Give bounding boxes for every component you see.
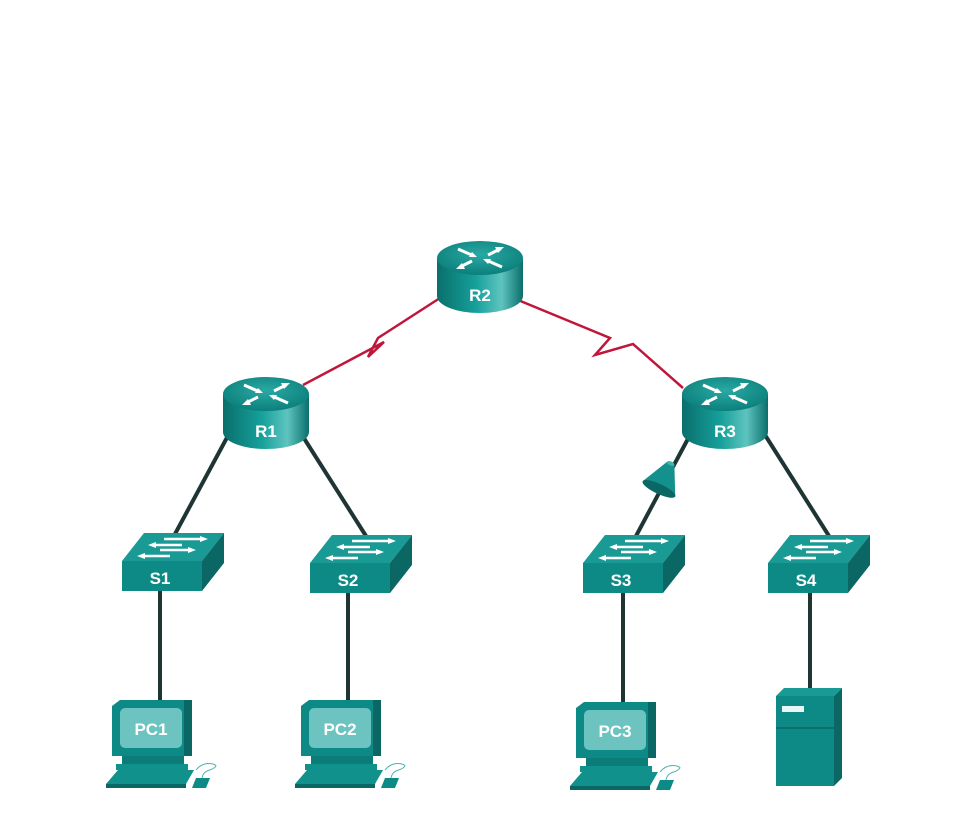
link-r1-s2 [298,430,368,538]
pc-label: PC2 [323,720,356,739]
switch-s2[interactable]: S2 [308,533,414,595]
serial-link-r2-r3 [517,298,684,389]
switch-icon [581,533,687,595]
server-icon [776,688,842,786]
pc-icon [105,699,217,789]
switch-label: S4 [796,571,817,590]
pc-label: PC3 [598,722,631,741]
router-label: R2 [469,286,491,305]
router-r1[interactable]: R1 [221,375,311,451]
switch-icon [308,533,414,595]
router-r2[interactable]: R2 [435,239,525,315]
server[interactable] [776,688,842,786]
switch-s1[interactable]: S1 [120,531,226,593]
switch-icon [120,531,226,593]
serial-link-r2-r1 [302,296,441,387]
switch-label: S3 [611,571,632,590]
switch-label: S1 [150,569,171,588]
pc-label: PC1 [134,720,167,739]
switch-s3[interactable]: S3 [581,533,687,595]
router-label: R1 [255,422,277,441]
router-label: R3 [714,422,736,441]
pc-pc1[interactable]: PC1 [105,699,217,789]
pc-pc3[interactable]: PC3 [569,701,681,791]
router-r3[interactable]: R3 [680,375,770,451]
pc-icon [569,701,681,791]
switch-label: S2 [338,571,359,590]
link-r1-s1 [173,431,232,535]
pc-icon [294,699,406,789]
link-r3-s4 [763,433,831,538]
switch-icon [766,533,872,595]
switch-s4[interactable]: S4 [766,533,872,595]
pc-pc2[interactable]: PC2 [294,699,406,789]
packet-sniffer-icon [642,461,676,498]
